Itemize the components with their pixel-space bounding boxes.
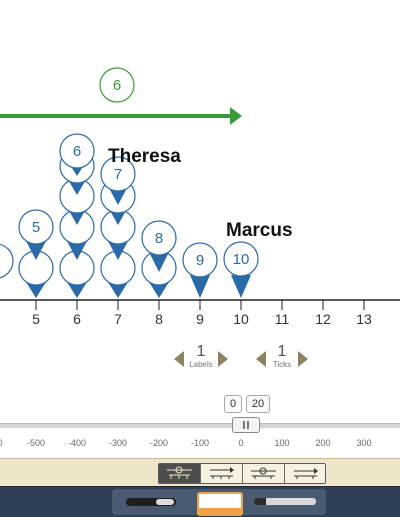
marker-icon[interactable] [126, 498, 176, 506]
labels-control: 1 Labels [184, 343, 218, 370]
scale-label: 100 [274, 438, 290, 448]
pin-label: 6 [73, 143, 81, 160]
tick-label: 11 [275, 311, 290, 327]
labels-caption: Labels [189, 360, 213, 369]
tick-label: 8 [155, 311, 163, 327]
location-pin[interactable] [100, 209, 136, 260]
range-max-field[interactable]: 20 [246, 395, 270, 413]
ticks-caption: Ticks [272, 360, 292, 369]
scale-label: -500 [26, 438, 46, 448]
mode-toolbar [0, 458, 400, 486]
tick-label: 9 [196, 311, 204, 327]
location-pin[interactable]: 10 [223, 241, 259, 298]
labels-value: 1 [196, 343, 206, 360]
location-pin[interactable] [59, 209, 95, 260]
axis-ticks [35, 300, 365, 310]
tick-label: 12 [315, 311, 331, 327]
range-slider-track[interactable] [0, 423, 400, 428]
tick-label: 5 [32, 311, 40, 327]
ticks-increase-button[interactable] [298, 351, 308, 367]
scale-label: -100 [190, 438, 210, 448]
location-pin[interactable] [0, 243, 14, 290]
scale-label: -300 [108, 438, 128, 448]
pen-icon[interactable] [254, 498, 316, 505]
tick-label: 7 [114, 311, 122, 327]
location-pin[interactable]: 8 [141, 220, 177, 272]
tick-label: 10 [233, 311, 249, 327]
jump-mode-icon [210, 467, 234, 479]
tick-label: 6 [73, 311, 81, 327]
name-label-theresa[interactable]: Theresa [108, 146, 181, 167]
mode-button-group [158, 463, 326, 484]
ticks-value: 1 [277, 343, 287, 360]
location-pin[interactable]: 9 [182, 242, 218, 298]
arrow-mode-icon [294, 468, 318, 479]
arrow-mode-button[interactable] [285, 464, 326, 483]
pins: 5 6 [0, 133, 259, 298]
ticks-decrease-button[interactable] [256, 351, 266, 367]
location-pin[interactable] [59, 178, 95, 225]
jump-mode-button[interactable] [201, 464, 243, 483]
scale-label: 300 [356, 438, 372, 448]
location-pin[interactable] [100, 250, 136, 298]
range-min-field[interactable]: 0 [224, 395, 242, 413]
tool-tray-inner [112, 489, 326, 516]
axis-tick-labels: 5 6 7 8 9 10 11 12 13 [32, 311, 372, 327]
location-pin[interactable]: 5 [18, 209, 54, 260]
scale-label: 0 [238, 438, 244, 448]
scale-label: -400 [67, 438, 87, 448]
eraser-icon[interactable] [197, 492, 243, 516]
labels-increase-button[interactable] [218, 351, 228, 367]
tool-tray [0, 486, 400, 517]
ticks-control: 1 Ticks [266, 343, 298, 370]
point-mode-icon [251, 467, 276, 479]
pin-label: 5 [32, 219, 40, 236]
number-line-canvas: 6 5 6 7 8 9 10 11 12 13 [0, 67, 400, 327]
location-pin[interactable]: 6 [59, 133, 95, 176]
labeled-ticks-mode-button[interactable] [159, 464, 201, 483]
scale-label: -200 [149, 438, 169, 448]
pin-label: 7 [114, 166, 122, 183]
name-label-marcus[interactable]: Marcus [226, 220, 293, 241]
tick-label: 13 [356, 311, 372, 327]
jump-value-label: 6 [113, 77, 121, 94]
range-slider-handle[interactable] [232, 417, 260, 433]
pin-label: 10 [233, 251, 250, 268]
scale-label: 0 [0, 438, 3, 448]
labels-decrease-button[interactable] [174, 351, 184, 367]
labeled-ticks-mode-icon [167, 466, 192, 479]
location-pin[interactable]: 7 [100, 156, 136, 205]
jump-arrowhead[interactable] [230, 107, 242, 125]
pin-label: 8 [155, 230, 163, 247]
jump-value-bubble[interactable] [99, 67, 135, 103]
scale-label: 200 [315, 438, 331, 448]
point-mode-button[interactable] [243, 464, 285, 483]
pin-label: 9 [196, 252, 204, 269]
